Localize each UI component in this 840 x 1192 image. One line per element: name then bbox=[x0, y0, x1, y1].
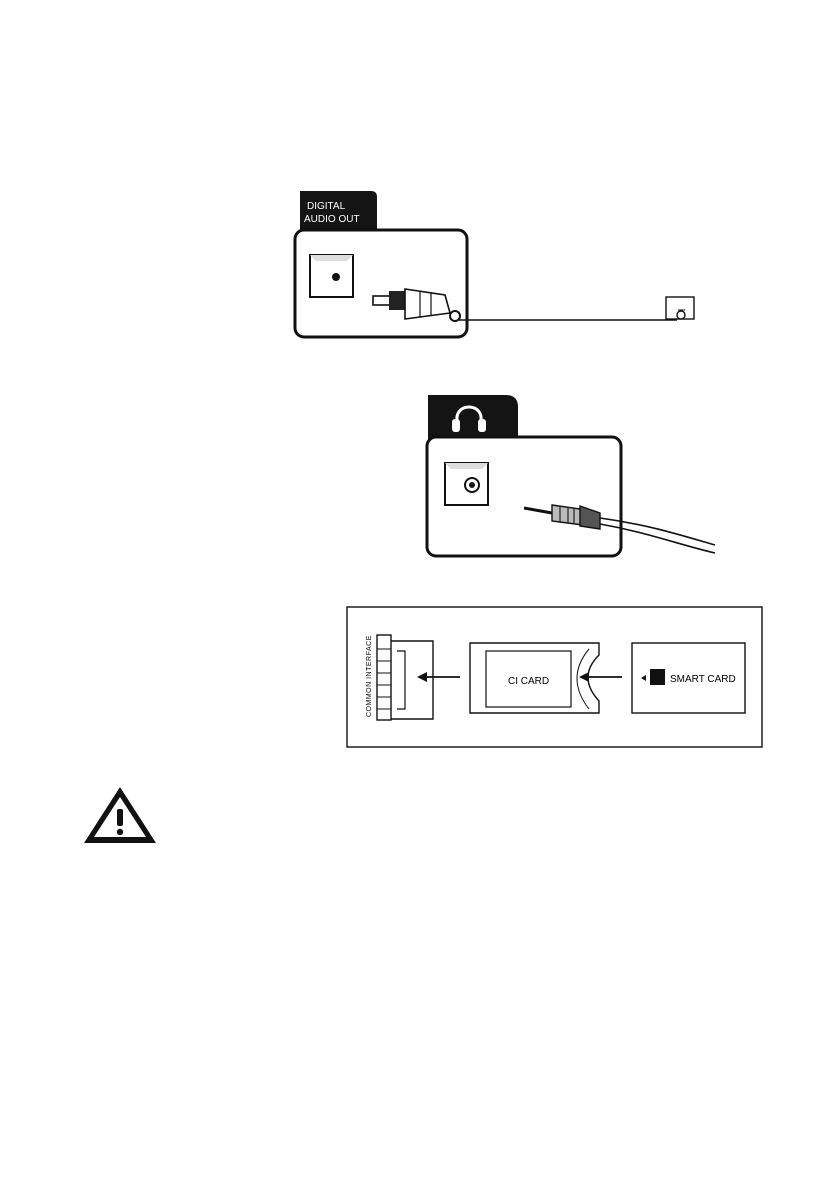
digital-audio-tab-line1: DIGITAL bbox=[307, 201, 346, 212]
smart-card-chip-icon bbox=[650, 669, 665, 685]
ci-card-label: CI CARD bbox=[508, 676, 549, 687]
headphone-tab bbox=[428, 395, 518, 440]
digital-audio-out-diagram: DIGITAL AUDIO OUT bbox=[285, 185, 725, 345]
digital-audio-tab-line2: AUDIO OUT bbox=[304, 214, 360, 225]
warning-triangle-icon bbox=[80, 783, 160, 847]
headphone-socket-icon bbox=[445, 463, 488, 505]
external-optical-socket-icon bbox=[666, 297, 694, 319]
headphone-diagram bbox=[420, 385, 730, 565]
common-interface-label: COMMON INTERFACE bbox=[366, 635, 373, 717]
optical-socket-icon bbox=[310, 255, 353, 297]
ci-slot-diagram: COMMON INTERFACE CI CARD bbox=[345, 605, 765, 750]
smart-card-label: SMART CARD bbox=[670, 674, 736, 685]
